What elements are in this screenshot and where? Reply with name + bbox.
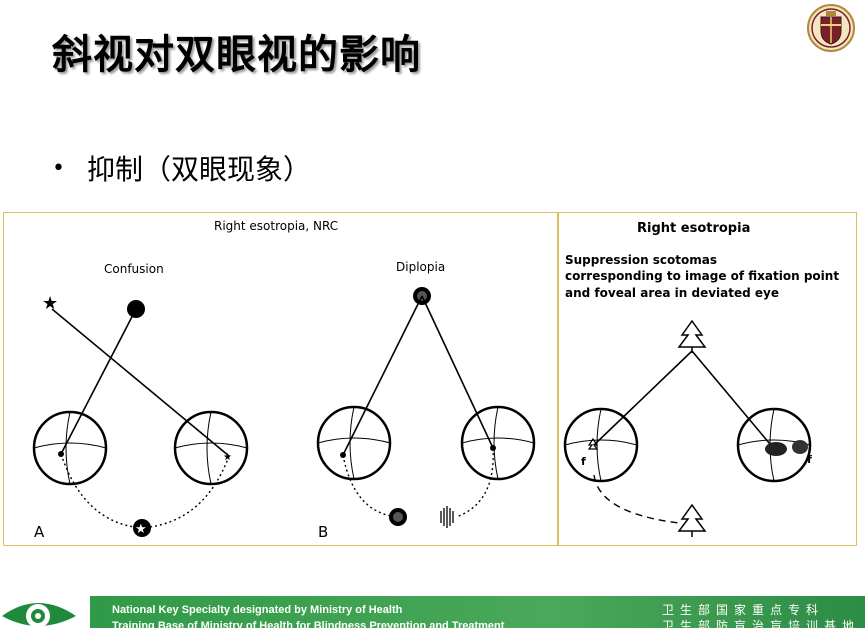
figure-right-drawing: Right esotropia Suppression scotomas cor… <box>563 221 839 537</box>
footer-green-bar <box>90 596 865 628</box>
figure-suppression: Right esotropia Suppression scotomas cor… <box>558 212 857 546</box>
caption-line-2: corresponding to image of fixation point <box>565 269 839 283</box>
fovea-right-label: f <box>807 453 812 466</box>
footer-english-text: National Key Specialty designated by Min… <box>112 602 504 628</box>
footer-en-line-2: Training Base of Ministry of Health for … <box>112 620 505 628</box>
scotoma-right-icon <box>765 440 808 456</box>
eye-logo-icon <box>2 603 76 628</box>
label-b: B <box>318 523 328 541</box>
figure-confusion-diplopia: Right esotropia, NRC Confusion Diplopia … <box>3 212 558 546</box>
bullet-item: • 抑制（双眼现象） <box>52 148 311 188</box>
svg-text:★: ★ <box>223 452 232 463</box>
caption-line-1: Suppression scotomas <box>565 253 717 267</box>
label-diplopia: Diplopia <box>396 260 445 274</box>
tree-image-icon <box>677 503 707 537</box>
bullet-dot: • <box>52 155 65 181</box>
bullet-text: 抑制（双眼现象） <box>86 153 311 186</box>
label-confusion: Confusion <box>104 262 164 276</box>
panel-a-diagram: ★ ★ ★ A <box>32 293 249 541</box>
label-a: A <box>34 523 45 541</box>
panel-b-diagram: B <box>316 287 536 541</box>
fovea-left-label: f <box>581 455 586 468</box>
left-eye-b <box>316 405 392 481</box>
footer-en-line-1: National Key Specialty designated by Min… <box>112 604 403 616</box>
scotoma-left-icon <box>587 437 599 450</box>
crest-logo-icon <box>807 4 855 52</box>
footer-cn-line-1: 卫生部国家重点专科 <box>662 603 825 617</box>
svg-text:★: ★ <box>135 522 147 537</box>
footer-banner: National Key Specialty designated by Min… <box>0 592 865 628</box>
figure-right-heading: Right esotropia <box>637 221 750 236</box>
figure-left-drawing: Right esotropia, NRC Confusion Diplopia … <box>32 219 536 541</box>
caption-line-3: and foveal area in deviated eye <box>565 286 779 300</box>
tree-target-icon <box>677 319 707 353</box>
footer-chinese-text: 卫生部国家重点专科 卫生部防盲治盲培训基地 <box>662 602 860 628</box>
footer-cn-line-2: 卫生部防盲治盲培训基地 <box>662 619 861 628</box>
left-eye-a <box>32 410 108 486</box>
right-eye-a <box>173 410 249 486</box>
diplopia-image-2-icon <box>440 506 454 528</box>
star-target-icon: ★ <box>42 293 58 314</box>
right-eye-b <box>460 405 536 481</box>
figure-left-heading: Right esotropia, NRC <box>214 219 338 233</box>
superimposed-image-icon <box>133 519 151 537</box>
slide-title: 斜视对双眼视的影响 <box>52 32 421 78</box>
left-eye-right-fig <box>563 407 639 483</box>
